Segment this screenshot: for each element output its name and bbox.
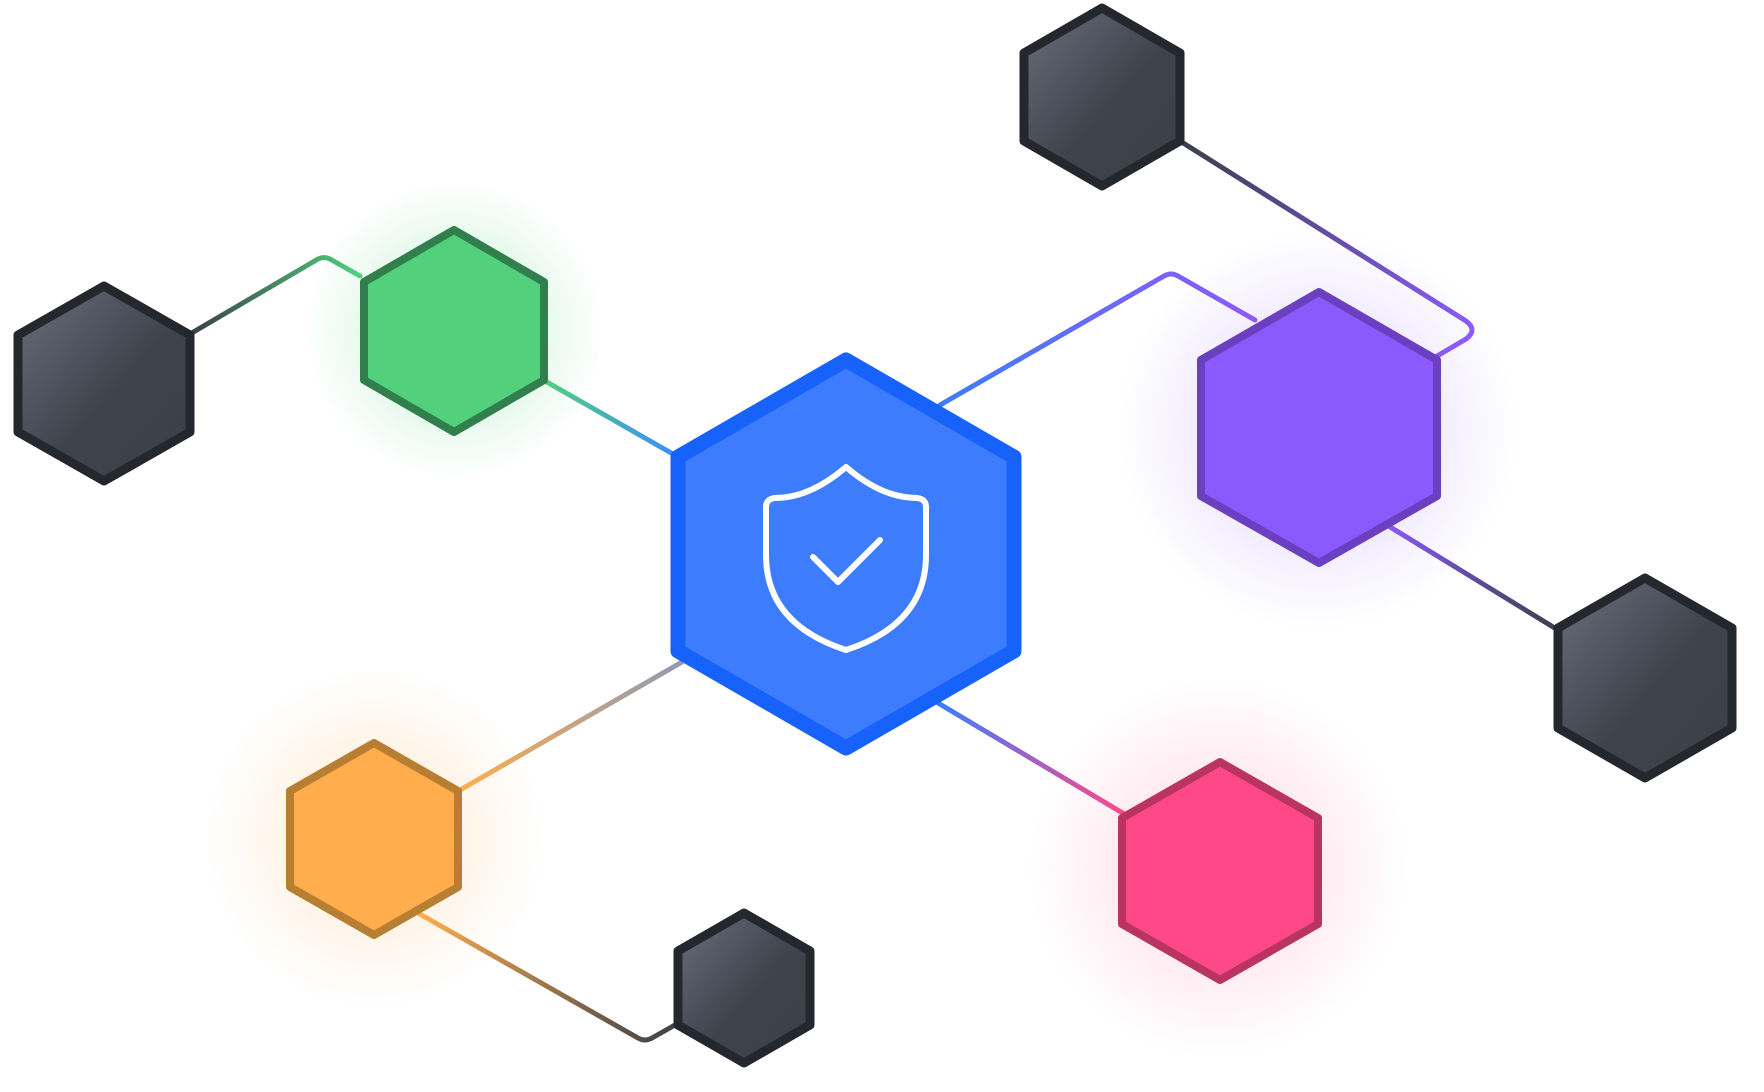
edge-dark-left-to-green	[187, 255, 363, 337]
edge-dark-top-to-purple	[1177, 138, 1475, 362]
shield-outline	[763, 464, 929, 653]
hub-hexagon[interactable]	[670, 352, 1022, 756]
connectors	[187, 138, 1561, 1043]
dark-node-right[interactable]	[1553, 573, 1737, 783]
check-mark	[810, 537, 883, 585]
green-node[interactable]	[360, 226, 548, 436]
edge-hub-to-orange	[457, 659, 685, 793]
colored-nodes	[286, 226, 1441, 984]
pink-node[interactable]	[1118, 758, 1322, 984]
shield-check-icon	[763, 464, 929, 653]
dark-node-top[interactable]	[1019, 3, 1185, 191]
dark-node-bottom[interactable]	[673, 908, 815, 1068]
hub-node[interactable]	[670, 352, 1022, 756]
terminal-nodes	[13, 3, 1737, 1068]
orange-node[interactable]	[286, 739, 462, 939]
purple-node[interactable]	[1197, 288, 1441, 567]
edge-orange-to-dark-bottom	[415, 910, 685, 1043]
edge-purple-to-dark-right	[1379, 519, 1561, 633]
edge-green-to-hub	[542, 378, 683, 461]
edge-hub-to-pink	[935, 700, 1129, 818]
edge-hub-to-purple	[937, 271, 1258, 408]
dark-node-left[interactable]	[13, 281, 195, 486]
